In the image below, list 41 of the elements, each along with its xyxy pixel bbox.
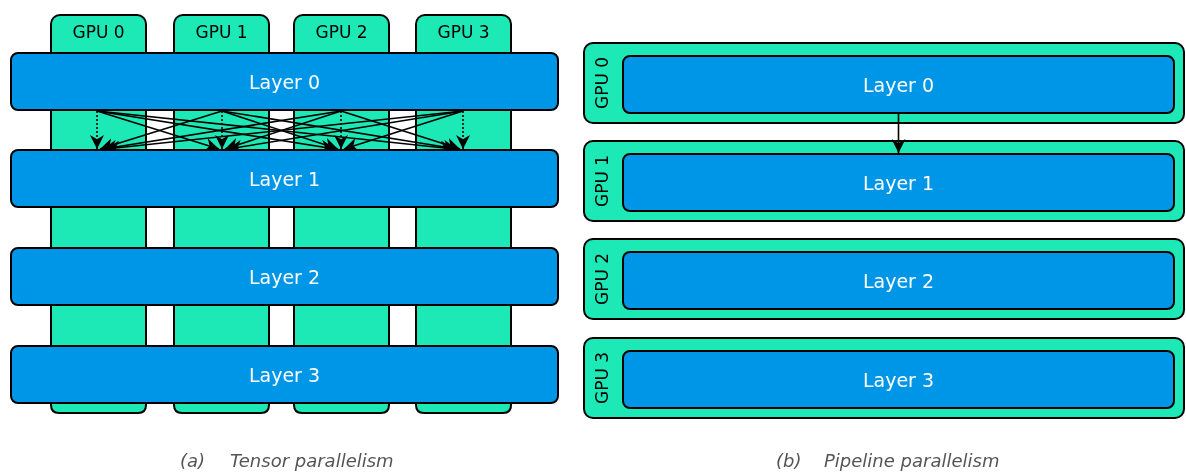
- layer-box: [10, 345, 559, 404]
- arrow: [90, 110, 104, 150]
- layer-label: Layer 3: [862, 368, 935, 391]
- caption: Tensor parallelism: [230, 450, 394, 471]
- gpu-label: GPU 2: [592, 252, 612, 306]
- layer-box: [10, 247, 559, 306]
- layer-box: [10, 149, 559, 208]
- caption: Pipeline parallelism: [824, 450, 1000, 471]
- layer-label: Layer 2: [862, 269, 935, 292]
- layer-label: Layer 0: [248, 70, 321, 93]
- layer-label: Layer 2: [248, 265, 321, 288]
- layer-label: Layer 1: [862, 171, 935, 194]
- layer-box: [622, 251, 1175, 310]
- gpu-label: GPU 3: [436, 22, 491, 42]
- layer-box: [622, 350, 1175, 409]
- gpu-label: GPU 3: [592, 351, 612, 405]
- gpu-band: [583, 337, 1185, 419]
- layer-box: [622, 55, 1175, 114]
- gpu-band: [583, 42, 1185, 124]
- gpu-label: GPU 0: [592, 56, 612, 110]
- gpu-column: [50, 14, 147, 52]
- gpu-column: [173, 14, 270, 52]
- gpu-label: GPU 1: [194, 22, 249, 42]
- gpu-band: [583, 238, 1185, 320]
- gpu-label: GPU 1: [592, 154, 612, 208]
- caption: (a): [180, 450, 206, 471]
- arrow: [215, 110, 229, 150]
- gpu-label: GPU 0: [71, 22, 126, 42]
- layer-label: Layer 3: [248, 363, 321, 386]
- caption: (b): [776, 450, 802, 471]
- layer-box: [10, 52, 559, 111]
- gpu-column: [293, 14, 390, 52]
- arrow: [891, 113, 906, 154]
- arrow: [456, 110, 470, 150]
- layer-label: Layer 0: [862, 73, 935, 96]
- gpu-band: [583, 140, 1185, 222]
- arrow: [334, 110, 348, 150]
- gpu-label: GPU 2: [314, 22, 369, 42]
- gpu-column: [415, 14, 512, 52]
- layer-box: [622, 153, 1175, 212]
- layer-label: Layer 1: [248, 167, 321, 190]
